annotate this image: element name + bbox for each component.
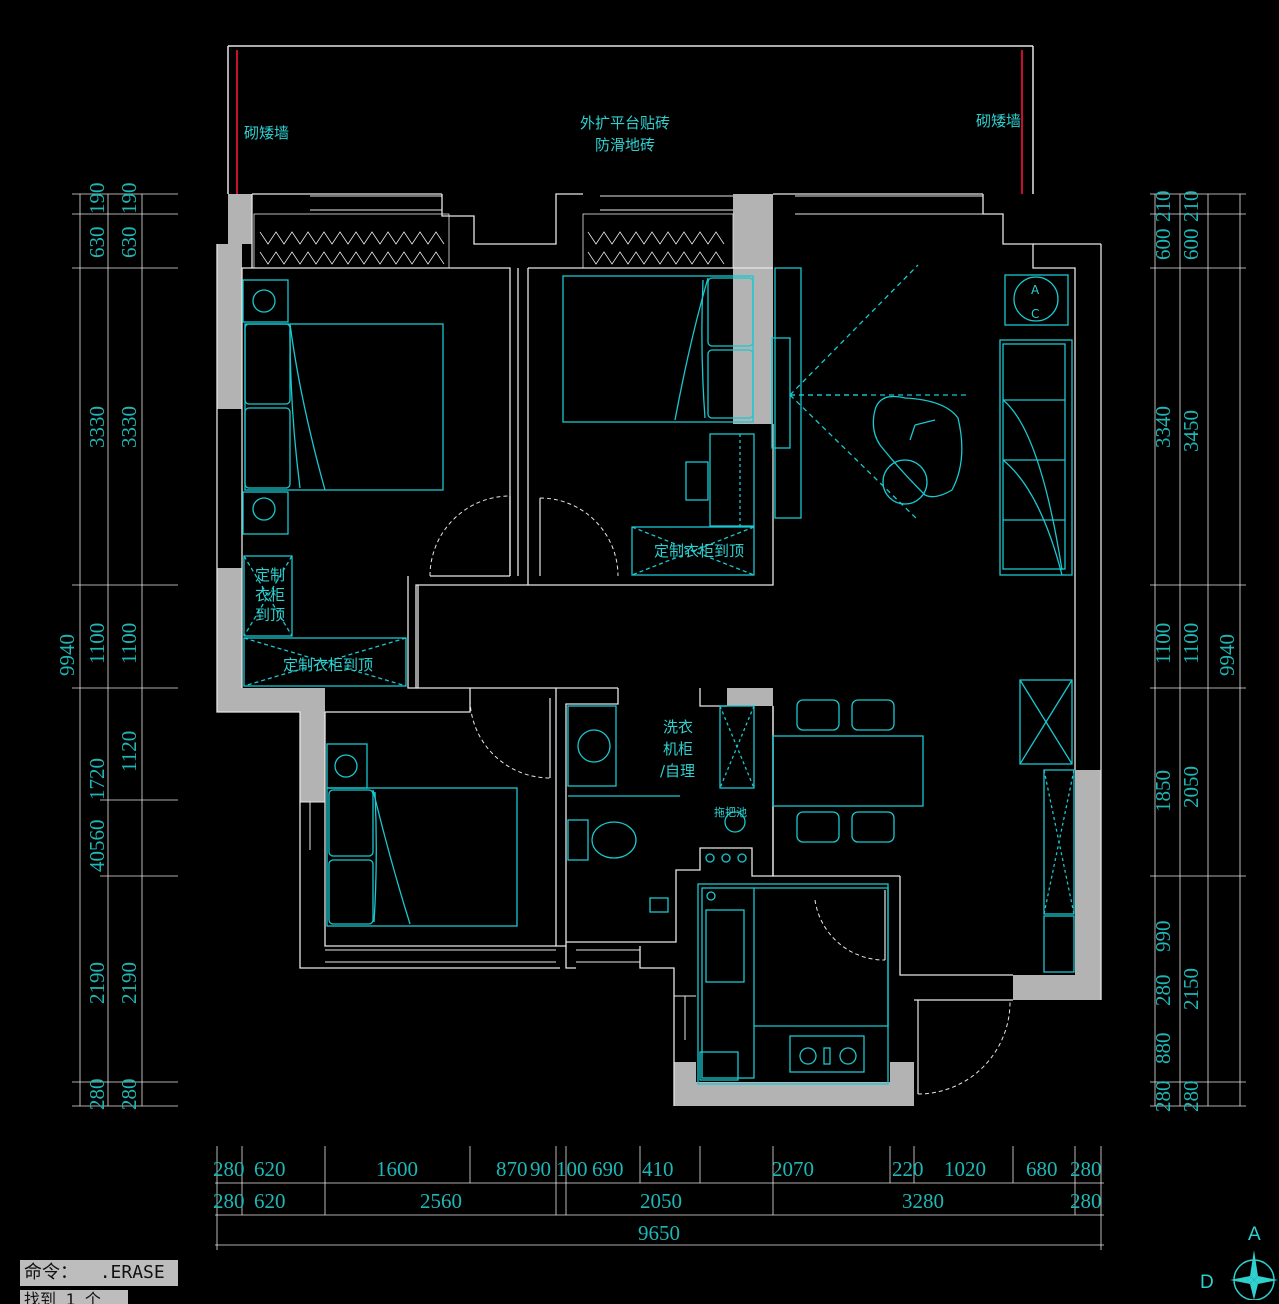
dim-b2-280b: 280 (1070, 1189, 1102, 1213)
dim-left-3330: 3330 (85, 406, 109, 448)
dim-left2-630: 630 (117, 227, 141, 259)
planter-hatch (253, 213, 734, 269)
laundry-label-2: 机柜 (663, 740, 693, 758)
laundry-label-1: 洗衣 (663, 718, 693, 736)
dim-b1-2070: 2070 (772, 1157, 814, 1181)
dim-b2-620: 620 (254, 1189, 286, 1213)
dim-left-190: 190 (85, 183, 109, 215)
command-history-text: 找到 1 个 (24, 1290, 101, 1304)
dimension-lines (72, 193, 1246, 1250)
dim-right-1100: 1100 (1151, 623, 1175, 664)
dim-right-880: 880 (1151, 1033, 1175, 1065)
dim-b1-100: 100 (556, 1157, 588, 1181)
balcony-wall-label-left: 砌矮墙 (244, 124, 289, 142)
door-leaves (509, 496, 919, 1094)
balcony (227, 45, 1034, 194)
wardrobe-label-2: 衣柜 (255, 586, 285, 604)
dim-left-280: 280 (85, 1079, 109, 1111)
dim-right-280a: 280 (1151, 975, 1175, 1007)
dim-b1-690: 690 (592, 1157, 624, 1181)
dim-b1-1020: 1020 (944, 1157, 986, 1181)
dim-left2-3330: 3330 (117, 406, 141, 448)
dim-b2-280: 280 (213, 1189, 245, 1213)
wardrobe-label-mid: 定制衣柜到顶 (654, 542, 744, 560)
wardrobe-label-bottom: 定制衣柜到顶 (283, 656, 373, 674)
dim-left-630: 630 (85, 227, 109, 259)
dim-right2-280: 280 (1179, 1081, 1203, 1113)
dim-left2-1100: 1100 (117, 623, 141, 664)
doors (429, 495, 1011, 1095)
compass-label-d: D (1200, 1272, 1214, 1293)
dim-b2-2560: 2560 (420, 1189, 462, 1213)
command-history: 找到 1 个 (20, 1290, 128, 1304)
left-dimension-labels: 630 190 3330 1100 1720 40560 2190 280 63… (55, 183, 141, 1111)
balcony-tile-label-2: 防滑地砖 (595, 136, 655, 154)
dim-right-600: 600 (1151, 229, 1175, 261)
dim-right-1850: 1850 (1151, 770, 1175, 812)
dim-left2-2190: 2190 (117, 962, 141, 1004)
dim-left-total: 9940 (55, 634, 79, 676)
wardrobe-label-1: 定制 (255, 566, 285, 584)
dim-b2-2050: 2050 (640, 1189, 682, 1213)
wardrobe-label-3: 到顶 (255, 606, 285, 624)
wall-lines (216, 193, 1102, 1106)
furniture (242, 264, 1075, 1085)
dim-right-3340: 3340 (1151, 406, 1175, 448)
dim-right2-210: 210 (1179, 191, 1203, 223)
dim-b1-90: 90 (530, 1157, 551, 1181)
dim-right-total: 9940 (1215, 634, 1239, 676)
dim-b1-280b: 280 (1070, 1157, 1102, 1181)
bottom-dimension-labels: 280 620 1600 870 90 100 690 410 2070 220… (213, 1157, 1102, 1245)
command-prompt: 命令： (24, 1262, 78, 1283)
basin-label: 拖把池 (714, 805, 747, 819)
dim-left-40560: 40560 (85, 820, 109, 873)
command-text: .ERASE (99, 1262, 165, 1283)
dim-left2-280: 280 (117, 1079, 141, 1111)
dim-left2-190: 190 (117, 183, 141, 215)
dim-b1-280: 280 (213, 1157, 245, 1181)
dim-bottom-total: 9650 (638, 1221, 680, 1245)
balcony-tile-label: 外扩平台贴砖 (580, 114, 670, 132)
ac-label-top: A (1031, 283, 1040, 297)
balcony-wall-label-right: 砌矮墙 (976, 112, 1021, 130)
dim-right2-2050: 2050 (1179, 766, 1203, 808)
dim-right2-600: 600 (1179, 229, 1203, 261)
dim-b1-1600: 1600 (376, 1157, 418, 1181)
compass-label-a: A (1248, 1224, 1261, 1245)
dim-right2-2150: 2150 (1179, 968, 1203, 1010)
laundry-label-3: /自理 (660, 762, 695, 780)
dim-left-1100: 1100 (85, 623, 109, 664)
windows (300, 195, 983, 1040)
dim-right2-1100: 1100 (1179, 623, 1203, 664)
dim-b1-410: 410 (642, 1157, 674, 1181)
dim-b1-220: 220 (892, 1157, 924, 1181)
dim-left2-1120: 1120 (117, 731, 141, 772)
dim-right-280b: 280 (1151, 1081, 1175, 1113)
dim-right-990: 990 (1151, 921, 1175, 953)
wall-fills (217, 194, 1101, 1106)
right-dimension-labels: 600 210 3340 1100 1850 990 280 880 280 6… (1151, 191, 1239, 1113)
compass-icon[interactable]: A D (1196, 1224, 1279, 1301)
dim-b1-620: 620 (254, 1157, 286, 1181)
dim-b1-870: 870 (496, 1157, 528, 1181)
dim-left-2190: 2190 (85, 962, 109, 1004)
dim-right2-3450: 3450 (1179, 410, 1203, 452)
ac-label-bottom: C (1031, 307, 1039, 321)
command-line[interactable]: 命令： .ERASE (20, 1260, 178, 1286)
dim-b2-3280: 3280 (902, 1189, 944, 1213)
dim-b1-680: 680 (1026, 1157, 1058, 1181)
dim-right-210: 210 (1151, 191, 1175, 223)
dim-left-1720: 1720 (85, 758, 109, 800)
